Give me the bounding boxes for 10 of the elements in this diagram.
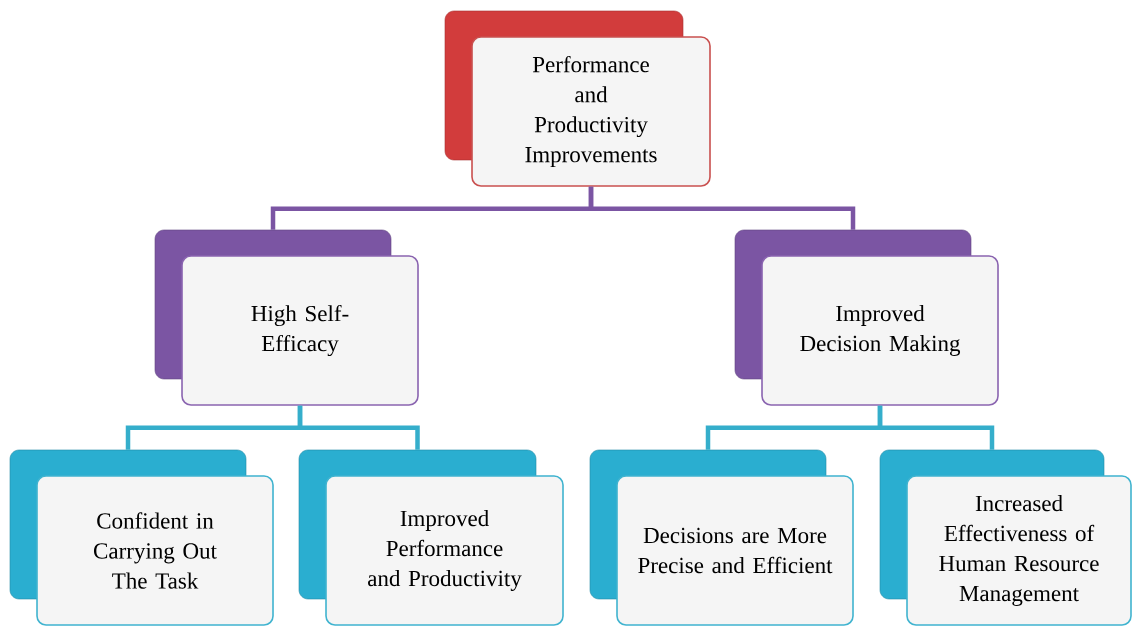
connector-line [588,186,856,230]
tab-box: Increased Effectiveness of Human Resource Management [879,449,1132,626]
tab-box: Performance and Productivity Improvements [444,10,711,187]
tab-box: Improved Performance and Productivity [298,449,564,626]
tab-box: Decisions are More Precise and Efficient [589,449,854,626]
connector-line [297,405,420,450]
connector-line [877,405,995,450]
tab-box: Confident in Carrying Out The Task [9,449,274,626]
tab-box: Improved Decision Making [734,229,999,406]
tab-box: High Self-Efficacy [154,229,419,406]
